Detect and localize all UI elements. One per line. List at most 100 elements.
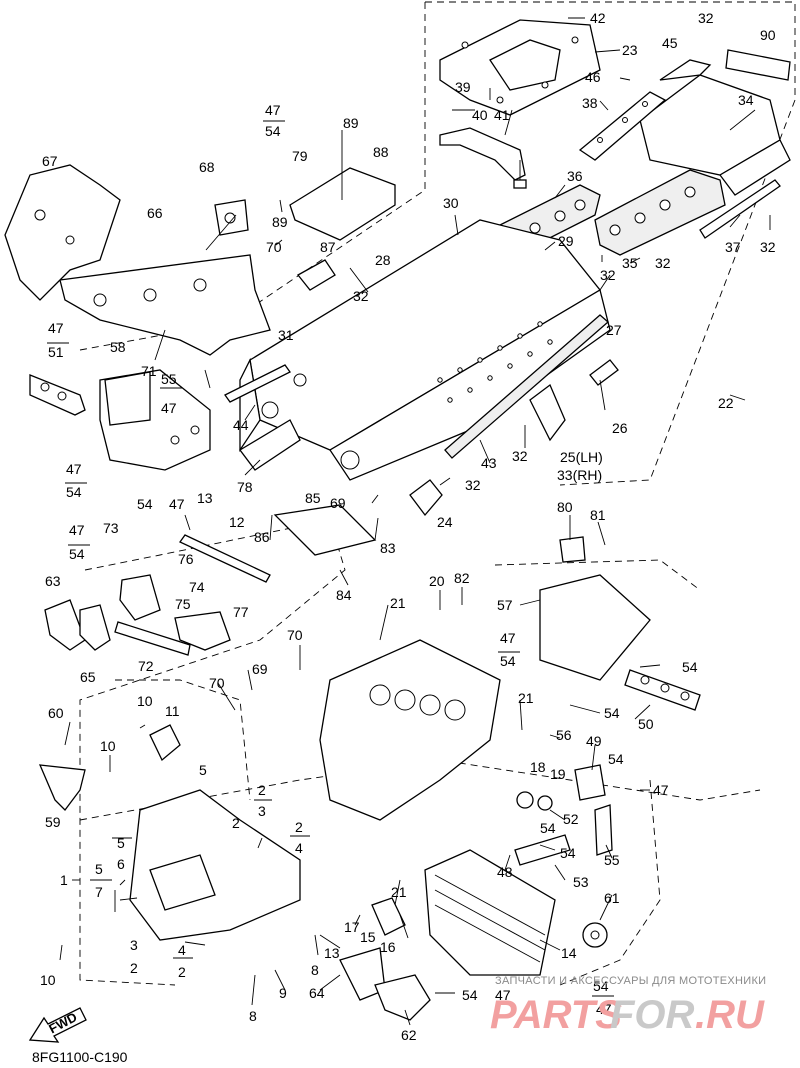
callout-54-a: 54 (265, 123, 281, 139)
callout-28: 28 (375, 252, 391, 268)
callout-47-d: 47 (66, 461, 82, 477)
callout-55-a: 55 (161, 371, 177, 387)
callout-74: 74 (189, 579, 205, 595)
callout-47-f: 47 (69, 522, 85, 538)
callout-35: 35 (622, 255, 638, 271)
callout-42: 42 (590, 10, 606, 26)
front-plate-67 (4, 164, 121, 301)
callout-54-i: 54 (540, 820, 556, 836)
shaft-15 (371, 897, 406, 936)
callout-23: 23 (622, 42, 638, 58)
callout-48: 48 (497, 864, 513, 880)
callout-32-b: 32 (655, 255, 671, 271)
callout-27: 27 (606, 322, 622, 338)
callout-50: 50 (638, 716, 654, 732)
leader-lines (59, 17, 771, 1026)
callout-47-g: 47 (500, 630, 516, 646)
callout-10-c: 10 (40, 972, 56, 988)
callout-70-b: 70 (287, 627, 303, 643)
callout-84: 84 (336, 587, 352, 603)
callout-41: 41 (494, 107, 510, 123)
callout-32-c: 32 (760, 239, 776, 255)
callout-32-d: 32 (600, 267, 616, 283)
callout-5-b: 5 (117, 835, 125, 851)
callout-20: 20 (429, 573, 445, 589)
callout-85: 85 (305, 490, 321, 506)
callout-3-a: 3 (258, 803, 266, 819)
callout-separators (47, 109, 614, 997)
watermark: ЗАПЧАСТИ И АКСЕССУАРЫ ДЛЯ МОТОТЕХНИКИ PA… (490, 975, 766, 1037)
callout-70-a: 70 (266, 239, 282, 255)
callout-39: 39 (455, 79, 471, 95)
callout-65: 65 (80, 669, 96, 685)
callout-62: 62 (401, 1027, 417, 1043)
callout-2-d: 2 (130, 960, 138, 976)
callout-10-a: 10 (137, 693, 153, 709)
pulley-61 (582, 922, 608, 948)
bracket-27 (589, 359, 619, 386)
callout-2-e: 2 (178, 964, 186, 980)
callout-2-b: 2 (232, 815, 240, 831)
callout-labels: 42 32 90 23 45 46 39 40 41 38 34 36 30 2… (40, 10, 776, 1043)
callout-26: 26 (612, 420, 628, 436)
callout-54-d: 54 (69, 546, 85, 562)
watermark-brand-parts: PARTS (490, 993, 622, 1037)
callout-3-b: 3 (130, 937, 138, 953)
callout-55-b: 55 (604, 852, 620, 868)
callout-32-e: 32 (512, 448, 528, 464)
callout-47-h: 47 (653, 782, 669, 798)
callout-25: 25(LH) (560, 449, 603, 465)
callout-8-a: 8 (311, 962, 319, 978)
callout-87: 87 (320, 239, 336, 255)
front-mount-58 (99, 369, 211, 471)
bracket-55 (594, 804, 613, 856)
callout-32-a: 32 (698, 10, 714, 26)
callout-51: 51 (48, 344, 64, 360)
callout-33: 33(RH) (557, 467, 602, 483)
callout-5-a: 5 (199, 762, 207, 778)
heat-exchanger-14 (424, 849, 556, 976)
callout-4-b: 4 (178, 942, 186, 958)
callout-36: 36 (567, 168, 583, 184)
callout-17: 17 (344, 919, 360, 935)
callout-30: 30 (443, 195, 459, 211)
rear-rail-39 (439, 127, 527, 189)
callout-54-b: 54 (66, 484, 82, 500)
callout-9: 9 (279, 985, 287, 1001)
callout-80: 80 (557, 499, 573, 515)
callout-4-a: 4 (295, 840, 303, 856)
callout-82: 82 (454, 570, 470, 586)
callout-22: 22 (718, 395, 734, 411)
cover-62 (374, 974, 431, 1021)
callout-1: 1 (60, 872, 68, 888)
callout-72: 72 (138, 658, 154, 674)
callout-52: 52 (563, 811, 579, 827)
callout-54-h: 54 (608, 751, 624, 767)
slide-rail-43 (444, 314, 609, 459)
bracket-74 (174, 611, 231, 651)
bulkhead-84 (273, 504, 377, 556)
callout-5-c: 5 (95, 861, 103, 877)
callout-43: 43 (481, 455, 497, 471)
front-suspension-frame-1 (129, 789, 301, 941)
callout-83: 83 (380, 540, 396, 556)
bearing-18-19 (516, 791, 553, 811)
callout-38: 38 (582, 95, 598, 111)
bracket-25-33 (529, 383, 566, 442)
callout-70-c: 70 (209, 675, 225, 691)
callout-67: 67 (42, 153, 58, 169)
callout-73: 73 (103, 520, 119, 536)
rear-bracket-23 (439, 19, 601, 116)
bulkhead-frame (319, 639, 501, 821)
callout-64: 64 (309, 985, 325, 1001)
callout-12: 12 (229, 514, 245, 530)
callout-10-b: 10 (100, 738, 116, 754)
callout-14: 14 (561, 945, 577, 961)
watermark-brand-for: FOR (610, 993, 695, 1037)
watermark-brand-ru: .RU (695, 993, 765, 1037)
callout-71: 71 (141, 363, 157, 379)
callout-66: 66 (147, 205, 163, 221)
bracket-24 (409, 479, 443, 517)
callout-75: 75 (175, 596, 191, 612)
